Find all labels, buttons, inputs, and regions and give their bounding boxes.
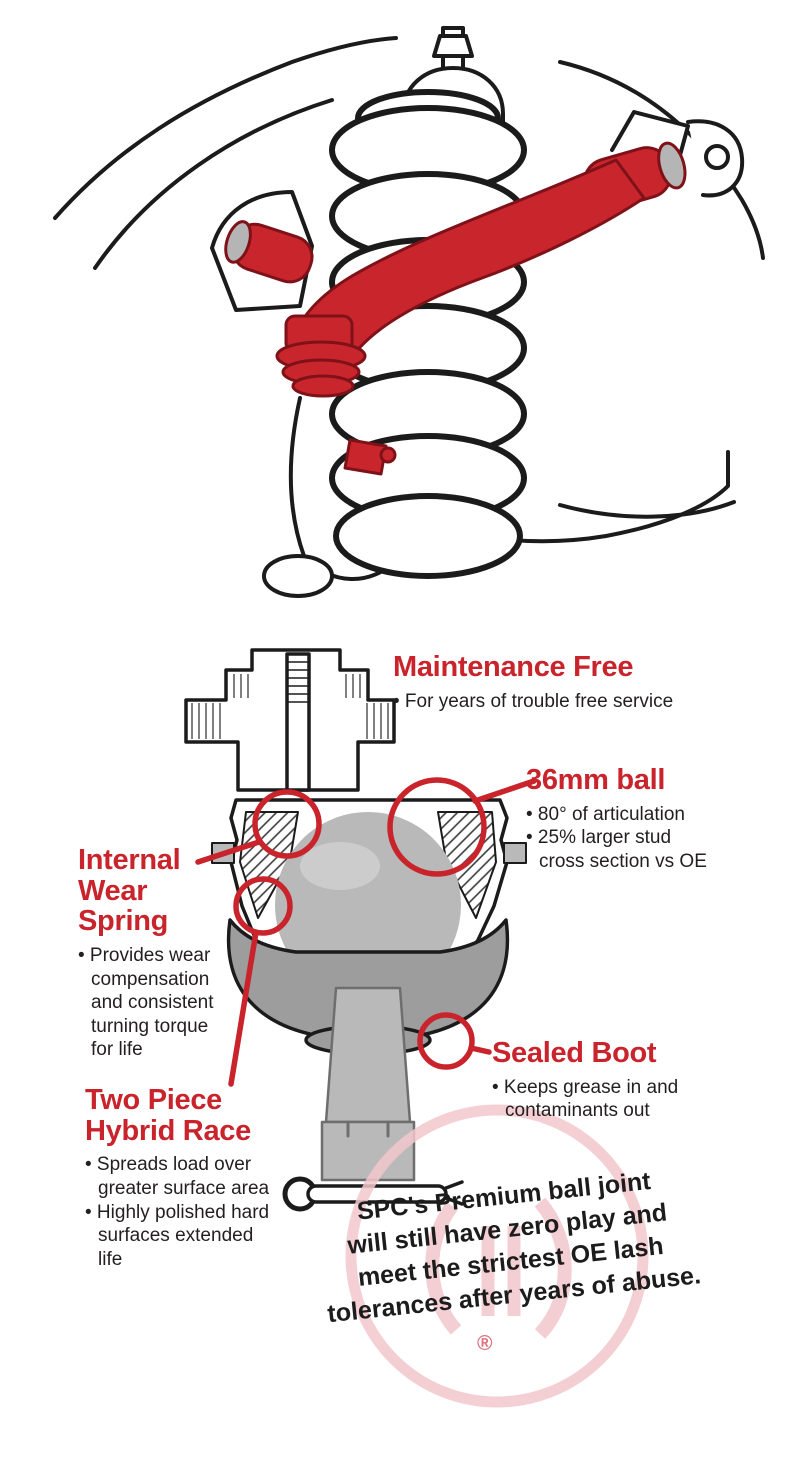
spc-watermark bbox=[345, 1104, 649, 1408]
joint-stud-threads bbox=[288, 661, 308, 703]
ring-36mm-ball bbox=[387, 777, 487, 877]
bullet: • Provides wear compensation and consist… bbox=[78, 945, 214, 1061]
bullet: • 80° of articulation bbox=[526, 803, 685, 825]
ring-sealed-boot bbox=[417, 1012, 475, 1070]
callout-two-piece-hybrid-race: Two Piece Hybrid Race • Spreads load ove… bbox=[85, 1085, 277, 1271]
callout-sealed-boot: Sealed Boot • Keeps grease in and contam… bbox=[492, 1038, 702, 1123]
joint-center-stud bbox=[285, 652, 311, 792]
cotter-pin bbox=[282, 1176, 464, 1212]
red-clamp-bolt bbox=[379, 446, 397, 464]
shock-nut bbox=[432, 34, 474, 58]
lower-arm-outline-3 bbox=[558, 500, 736, 519]
leader-36mm-ball bbox=[472, 778, 537, 804]
leader-internal-wear-spring bbox=[195, 839, 262, 865]
bullet: • Keeps grease in and contaminants out bbox=[492, 1076, 679, 1122]
fender-outline-left bbox=[53, 36, 398, 220]
internal-wear-spring-heading: Internal Wear Spring bbox=[78, 844, 181, 938]
callout-internal-wear-spring: Internal Wear Spring • Provides wear com… bbox=[78, 845, 230, 1062]
leader-two-piece-race bbox=[228, 929, 259, 1087]
two-piece-hybrid-race-heading: Two Piece Hybrid Race bbox=[85, 1084, 251, 1147]
ball-joint-cutaway bbox=[184, 648, 527, 1212]
ring-internal-wear-spring bbox=[252, 789, 322, 859]
joint-flange-hatch-right bbox=[361, 703, 391, 739]
suspension-illustration bbox=[53, 26, 765, 598]
leader-sealed-boot bbox=[468, 1045, 492, 1055]
watermark-glyph-2 bbox=[534, 1197, 572, 1339]
knuckle-outline bbox=[288, 396, 306, 558]
36mm-ball-heading: 36mm ball bbox=[526, 764, 666, 796]
watermark-circle bbox=[345, 1104, 649, 1408]
ball-joint-boot-3 bbox=[291, 374, 355, 398]
registered-trademark-symbol: ® bbox=[477, 1332, 493, 1355]
two-piece-hybrid-race-bullets: • Spreads load over greater surface area… bbox=[85, 1153, 277, 1271]
sealed-boot-part bbox=[226, 918, 510, 1042]
callout-markers bbox=[195, 777, 537, 1087]
housing-lug-right bbox=[503, 842, 527, 864]
race-hatch-left bbox=[239, 811, 299, 919]
ball-highlight bbox=[300, 842, 380, 890]
36mm-ball-bullets: • 80° of articulation • 25% larger stud … bbox=[526, 803, 716, 874]
upper-control-arm bbox=[224, 141, 687, 476]
tower-outline-left bbox=[93, 98, 334, 270]
bullet: • For years of trouble free service bbox=[393, 690, 674, 712]
joint-block-hatch-right bbox=[342, 674, 366, 698]
callout-36mm-ball: 36mm ball • 80° of articulation • 25% la… bbox=[526, 765, 716, 873]
bracket-right-hole bbox=[704, 144, 730, 170]
callout-maintenance-free: Maintenance Free • For years of trouble … bbox=[393, 652, 693, 713]
joint-flange-hatch-left bbox=[190, 703, 224, 739]
maintenance-free-heading: Maintenance Free bbox=[393, 651, 634, 683]
ring-two-piece-race bbox=[233, 876, 293, 936]
red-clamp bbox=[343, 438, 388, 476]
sealed-boot-bullets: • Keeps grease in and contaminants out bbox=[492, 1076, 697, 1123]
sealed-boot-heading: Sealed Boot bbox=[492, 1037, 657, 1069]
ball-stud-taper bbox=[324, 986, 412, 1124]
internal-wear-spring-bullets: • Provides wear compensation and consist… bbox=[78, 944, 230, 1062]
lower-bushing bbox=[262, 554, 334, 598]
bullet: • 25% larger stud cross section vs OE bbox=[526, 827, 707, 872]
bullet: • Spreads load over greater surface area bbox=[85, 1154, 270, 1200]
bullet: • Highly polished hard surfaces extended… bbox=[85, 1201, 270, 1270]
joint-block-hatch-left bbox=[230, 674, 254, 698]
maintenance-free-bullets: • For years of trouble free service bbox=[393, 690, 693, 714]
watermark-glyph-1 bbox=[425, 1201, 462, 1335]
